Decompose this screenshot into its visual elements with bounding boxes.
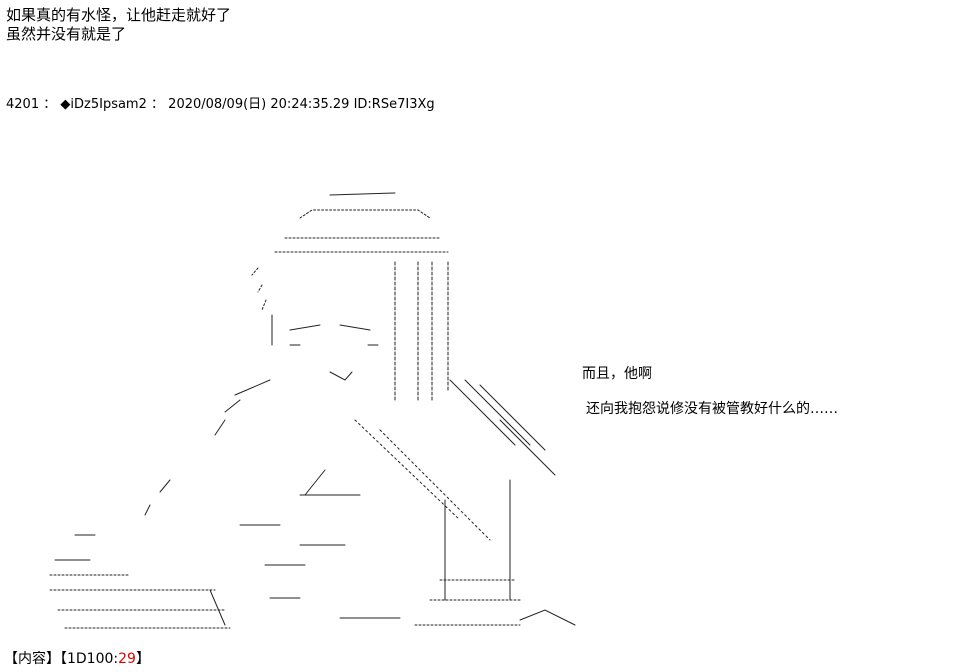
dice-suffix: 】 — [135, 651, 150, 667]
post-separator: ： — [43, 97, 57, 112]
post-date: 2020/08/09(日) 20:24:35.29 — [168, 97, 350, 112]
post-id: ID:RSe7I3Xg — [353, 97, 435, 112]
post-number: 4201 — [6, 97, 40, 112]
speech-line-1: 而且，他啊 — [582, 366, 652, 382]
speech-line-2: 还向我抱怨说修没有被管教好什么的…… — [586, 401, 838, 417]
footer-dice-roll: 【内容】【1D100:29】 — [4, 651, 150, 668]
dice-prefix: 【1D100: — [60, 651, 119, 667]
post-separator: ： — [151, 97, 165, 112]
narration-line-1: 如果真的有水怪，让他赶走就好了 — [6, 6, 232, 24]
narration-line-2: 虽然并没有就是了 — [6, 25, 127, 43]
poster-trip: ◆iDz5Ipsam2 — [60, 97, 147, 112]
dice-result: 29 — [118, 651, 136, 667]
post-header: 4201 ： ◆iDz5Ipsam2 ： 2020/08/09(日) 20:24… — [6, 97, 435, 113]
footer-label: 【内容】 — [4, 651, 60, 667]
